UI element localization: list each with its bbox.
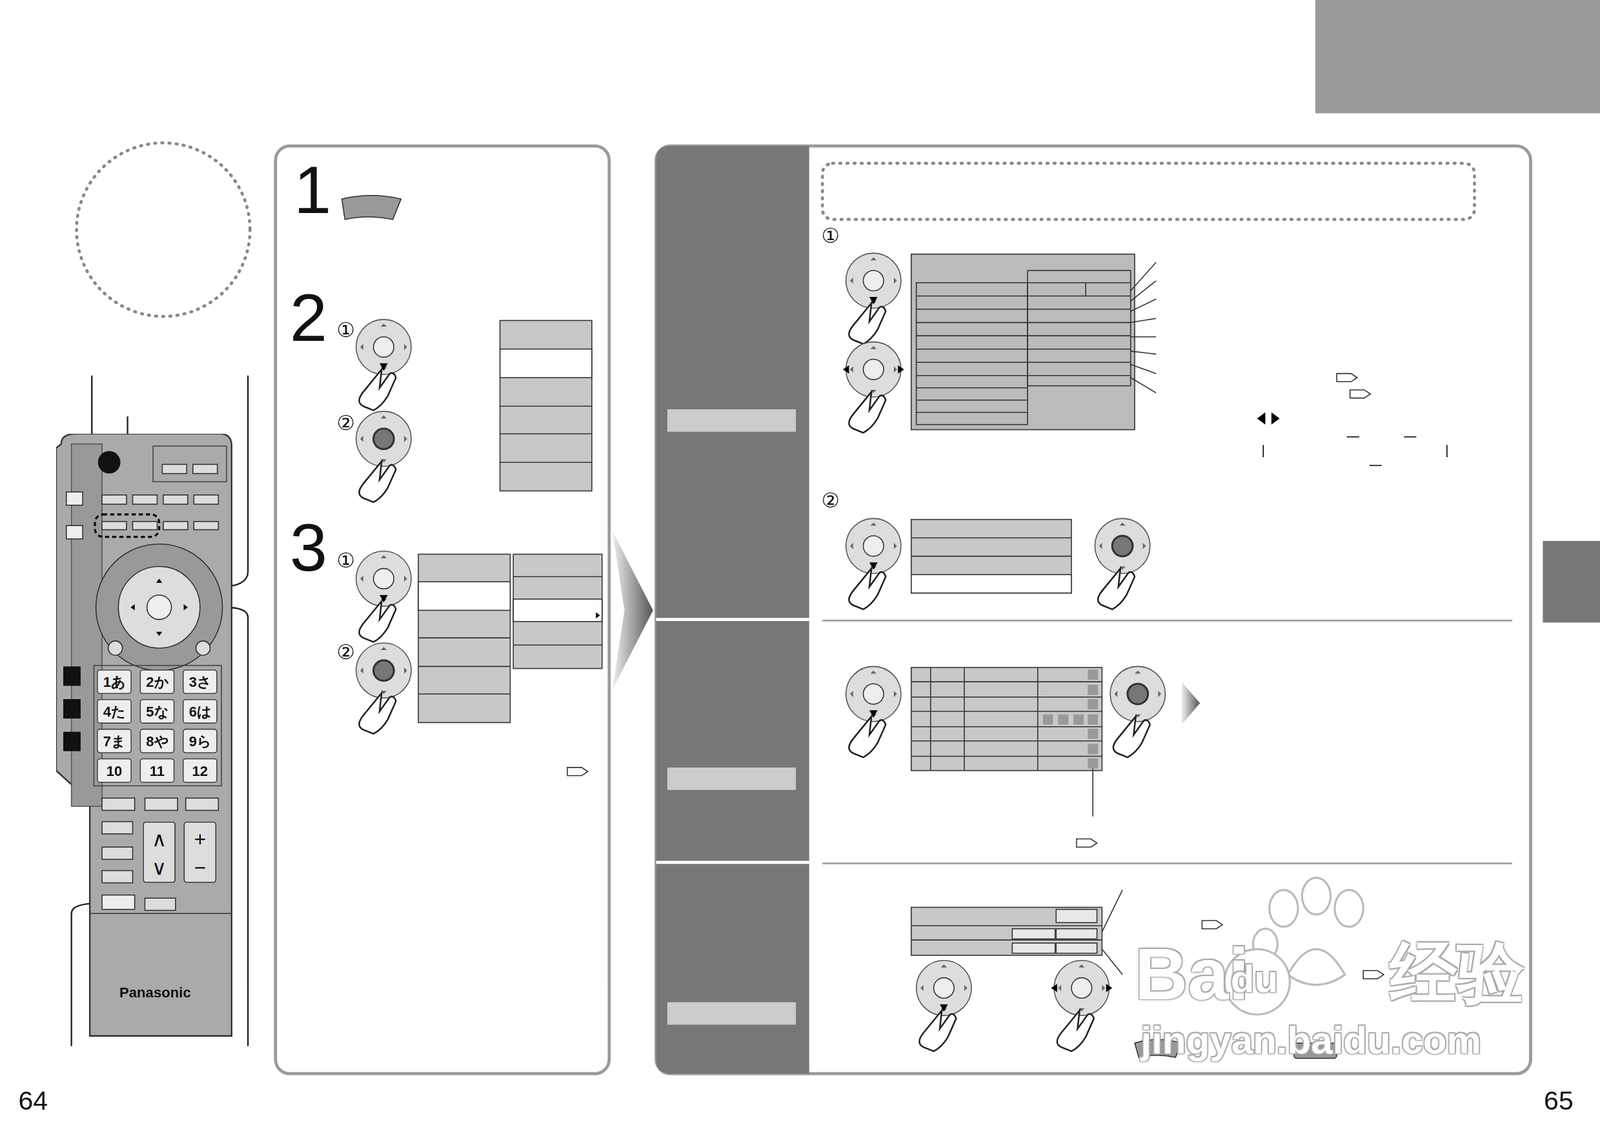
key-label: ∧: [143, 828, 175, 850]
number-key: 12: [182, 758, 218, 783]
key-label: 8や: [145, 733, 168, 749]
circled-number: ②: [336, 641, 355, 663]
circled-number: ①: [336, 319, 355, 341]
key-label: 11: [149, 763, 165, 778]
number-key: 2か: [140, 669, 175, 694]
number-key: 9ら: [182, 728, 218, 754]
number-key: 7ま: [96, 728, 132, 754]
watermark: jingyan.baidu.com: [1141, 1020, 1482, 1060]
watermark: 经验: [1389, 939, 1525, 1007]
number-key: 3さ: [182, 669, 218, 694]
key-label: ∨: [143, 857, 175, 878]
key-label: 10: [106, 763, 123, 778]
key-label: 6は: [189, 704, 212, 719]
rocker-button: +−: [183, 821, 217, 883]
page-number: 64: [18, 1086, 48, 1114]
circled-number: ①: [336, 549, 355, 571]
number-key: 10: [96, 758, 132, 783]
key-label: 4た: [103, 704, 126, 719]
number-key: 6は: [182, 698, 218, 724]
watermark: du: [1230, 959, 1278, 998]
page-number: 65: [1543, 1086, 1574, 1114]
key-label: 5な: [145, 704, 168, 719]
key-label: 2か: [145, 674, 168, 689]
key-label: 7ま: [103, 733, 126, 749]
step-panel: 1 2 3: [275, 145, 610, 1074]
remote-control: Panasonic1あ2か3さ4た5な6は7ま8や9ら101112∧∨+−: [56, 433, 235, 1047]
key-label: +: [184, 828, 215, 850]
circled-number: ②: [336, 412, 355, 434]
key-label: 9ら: [189, 733, 212, 749]
number-key: 11: [140, 758, 175, 783]
step-number: 2: [289, 283, 328, 352]
circled-number: ②: [821, 489, 840, 511]
key-label: 3さ: [189, 674, 212, 689]
key-label: 1あ: [103, 674, 126, 689]
key-label: −: [184, 857, 215, 878]
number-key: 8や: [140, 728, 175, 754]
circled-number: ①: [821, 225, 840, 246]
key-label: 12: [192, 763, 209, 778]
brand-name: Panasonic: [119, 984, 192, 1000]
number-key: 1あ: [96, 669, 132, 694]
step-number: 3: [289, 513, 328, 581]
rocker-button: ∧∨: [142, 821, 176, 883]
number-key: 5な: [140, 698, 175, 724]
step-number: 1: [293, 156, 332, 224]
number-key: 4た: [96, 698, 132, 724]
